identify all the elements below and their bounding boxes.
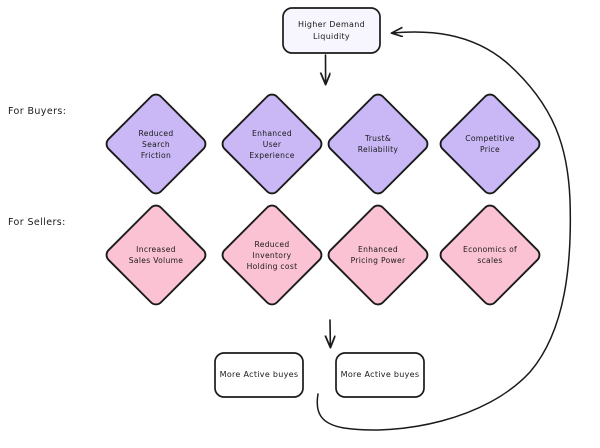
node-trust-reliability[interactable] xyxy=(326,92,431,197)
row-label-for-buyers: For Buyers: xyxy=(8,106,67,117)
node-enhanced-user-experience[interactable] xyxy=(220,92,325,197)
node-enhanced-pricing-power[interactable] xyxy=(326,203,431,308)
row-label-for-sellers: For Sellers: xyxy=(8,217,66,228)
node-more-active-buyes-left[interactable] xyxy=(214,352,304,398)
node-more-active-buyes-right[interactable] xyxy=(335,352,425,398)
node-increased-sales-volume[interactable] xyxy=(104,203,209,308)
feedback-loop-arrow xyxy=(316,32,572,431)
node-higher-demand-liquidity[interactable] xyxy=(282,7,381,54)
node-economics-of-scales[interactable] xyxy=(438,203,543,308)
node-competitive-price[interactable] xyxy=(438,92,543,197)
node-reduced-search-friction[interactable] xyxy=(104,92,209,197)
node-reduced-inventory-holding-cost[interactable] xyxy=(220,203,325,308)
